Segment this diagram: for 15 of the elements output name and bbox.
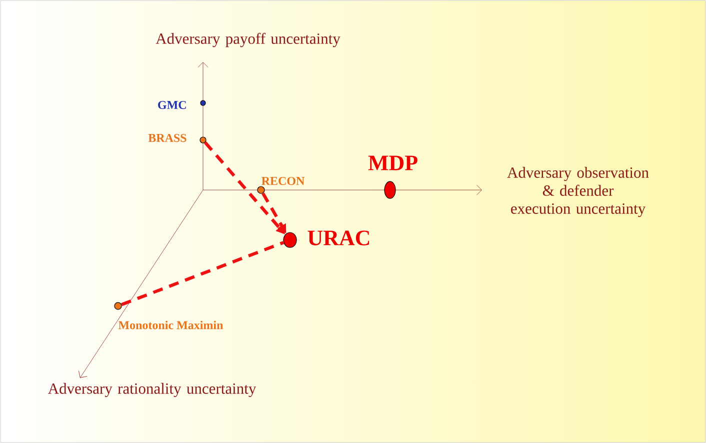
point-marker <box>384 181 396 199</box>
point-marker <box>200 136 206 144</box>
axis-label: Adversary payoff uncertainty <box>156 32 340 48</box>
point-marker <box>283 232 297 248</box>
point-marker <box>114 302 122 310</box>
point-marker <box>257 186 265 194</box>
point-label: RECON <box>262 176 304 185</box>
point-label: MDP <box>368 156 418 170</box>
point-label: BRASS <box>148 134 186 142</box>
point-marker <box>200 100 206 106</box>
point-label: URAC <box>308 230 370 246</box>
point-label: Monotonic Maximin <box>118 320 224 330</box>
axis-label: Adversary rationality uncertainty <box>48 382 256 398</box>
point-label: GMC <box>158 100 186 109</box>
axis-label: Adversary observation & defender execution uncertainty <box>507 166 649 218</box>
